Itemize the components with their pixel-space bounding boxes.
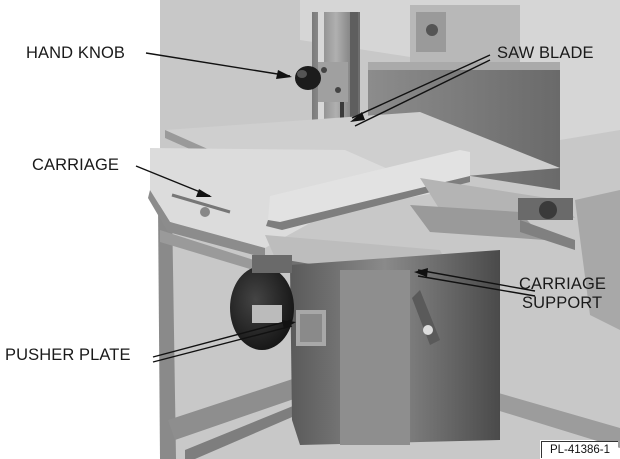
saw-blade-leader-1 [351,54,491,119]
carriage-label: CARRIAGE [32,156,119,174]
carriage-support-arrowhead [414,268,428,277]
carriage-arrowhead [196,189,212,197]
carriage-support-label-line2: SUPPORT [522,294,603,312]
saw-blade-leader-2 [354,59,491,127]
saw-blade-label: SAW BLADE [497,44,594,62]
hand-knob-leader [145,52,291,77]
pusher-plate-leader-1 [152,319,293,358]
pusher-plate-arrowhead [282,320,296,329]
carriage-support-leader-2 [417,275,536,297]
hand-knob-label: HAND KNOB [26,44,125,62]
carriage-support-leader-1 [417,269,536,292]
pusher-plate-label: PUSHER PLATE [5,346,131,364]
hand-knob [295,66,321,90]
stand-frame-left [158,205,176,459]
fence [268,150,470,222]
right-leg [490,392,620,448]
carriage-support-label-line1: CARRIAGE [519,275,606,293]
saw-blade-arrowhead [350,112,365,122]
figure-id: PL-41386-1 [541,441,618,458]
carriage-leader [135,165,211,197]
hand-knob-arrowhead [276,70,292,79]
pusher-plate-leader-2 [152,325,293,363]
